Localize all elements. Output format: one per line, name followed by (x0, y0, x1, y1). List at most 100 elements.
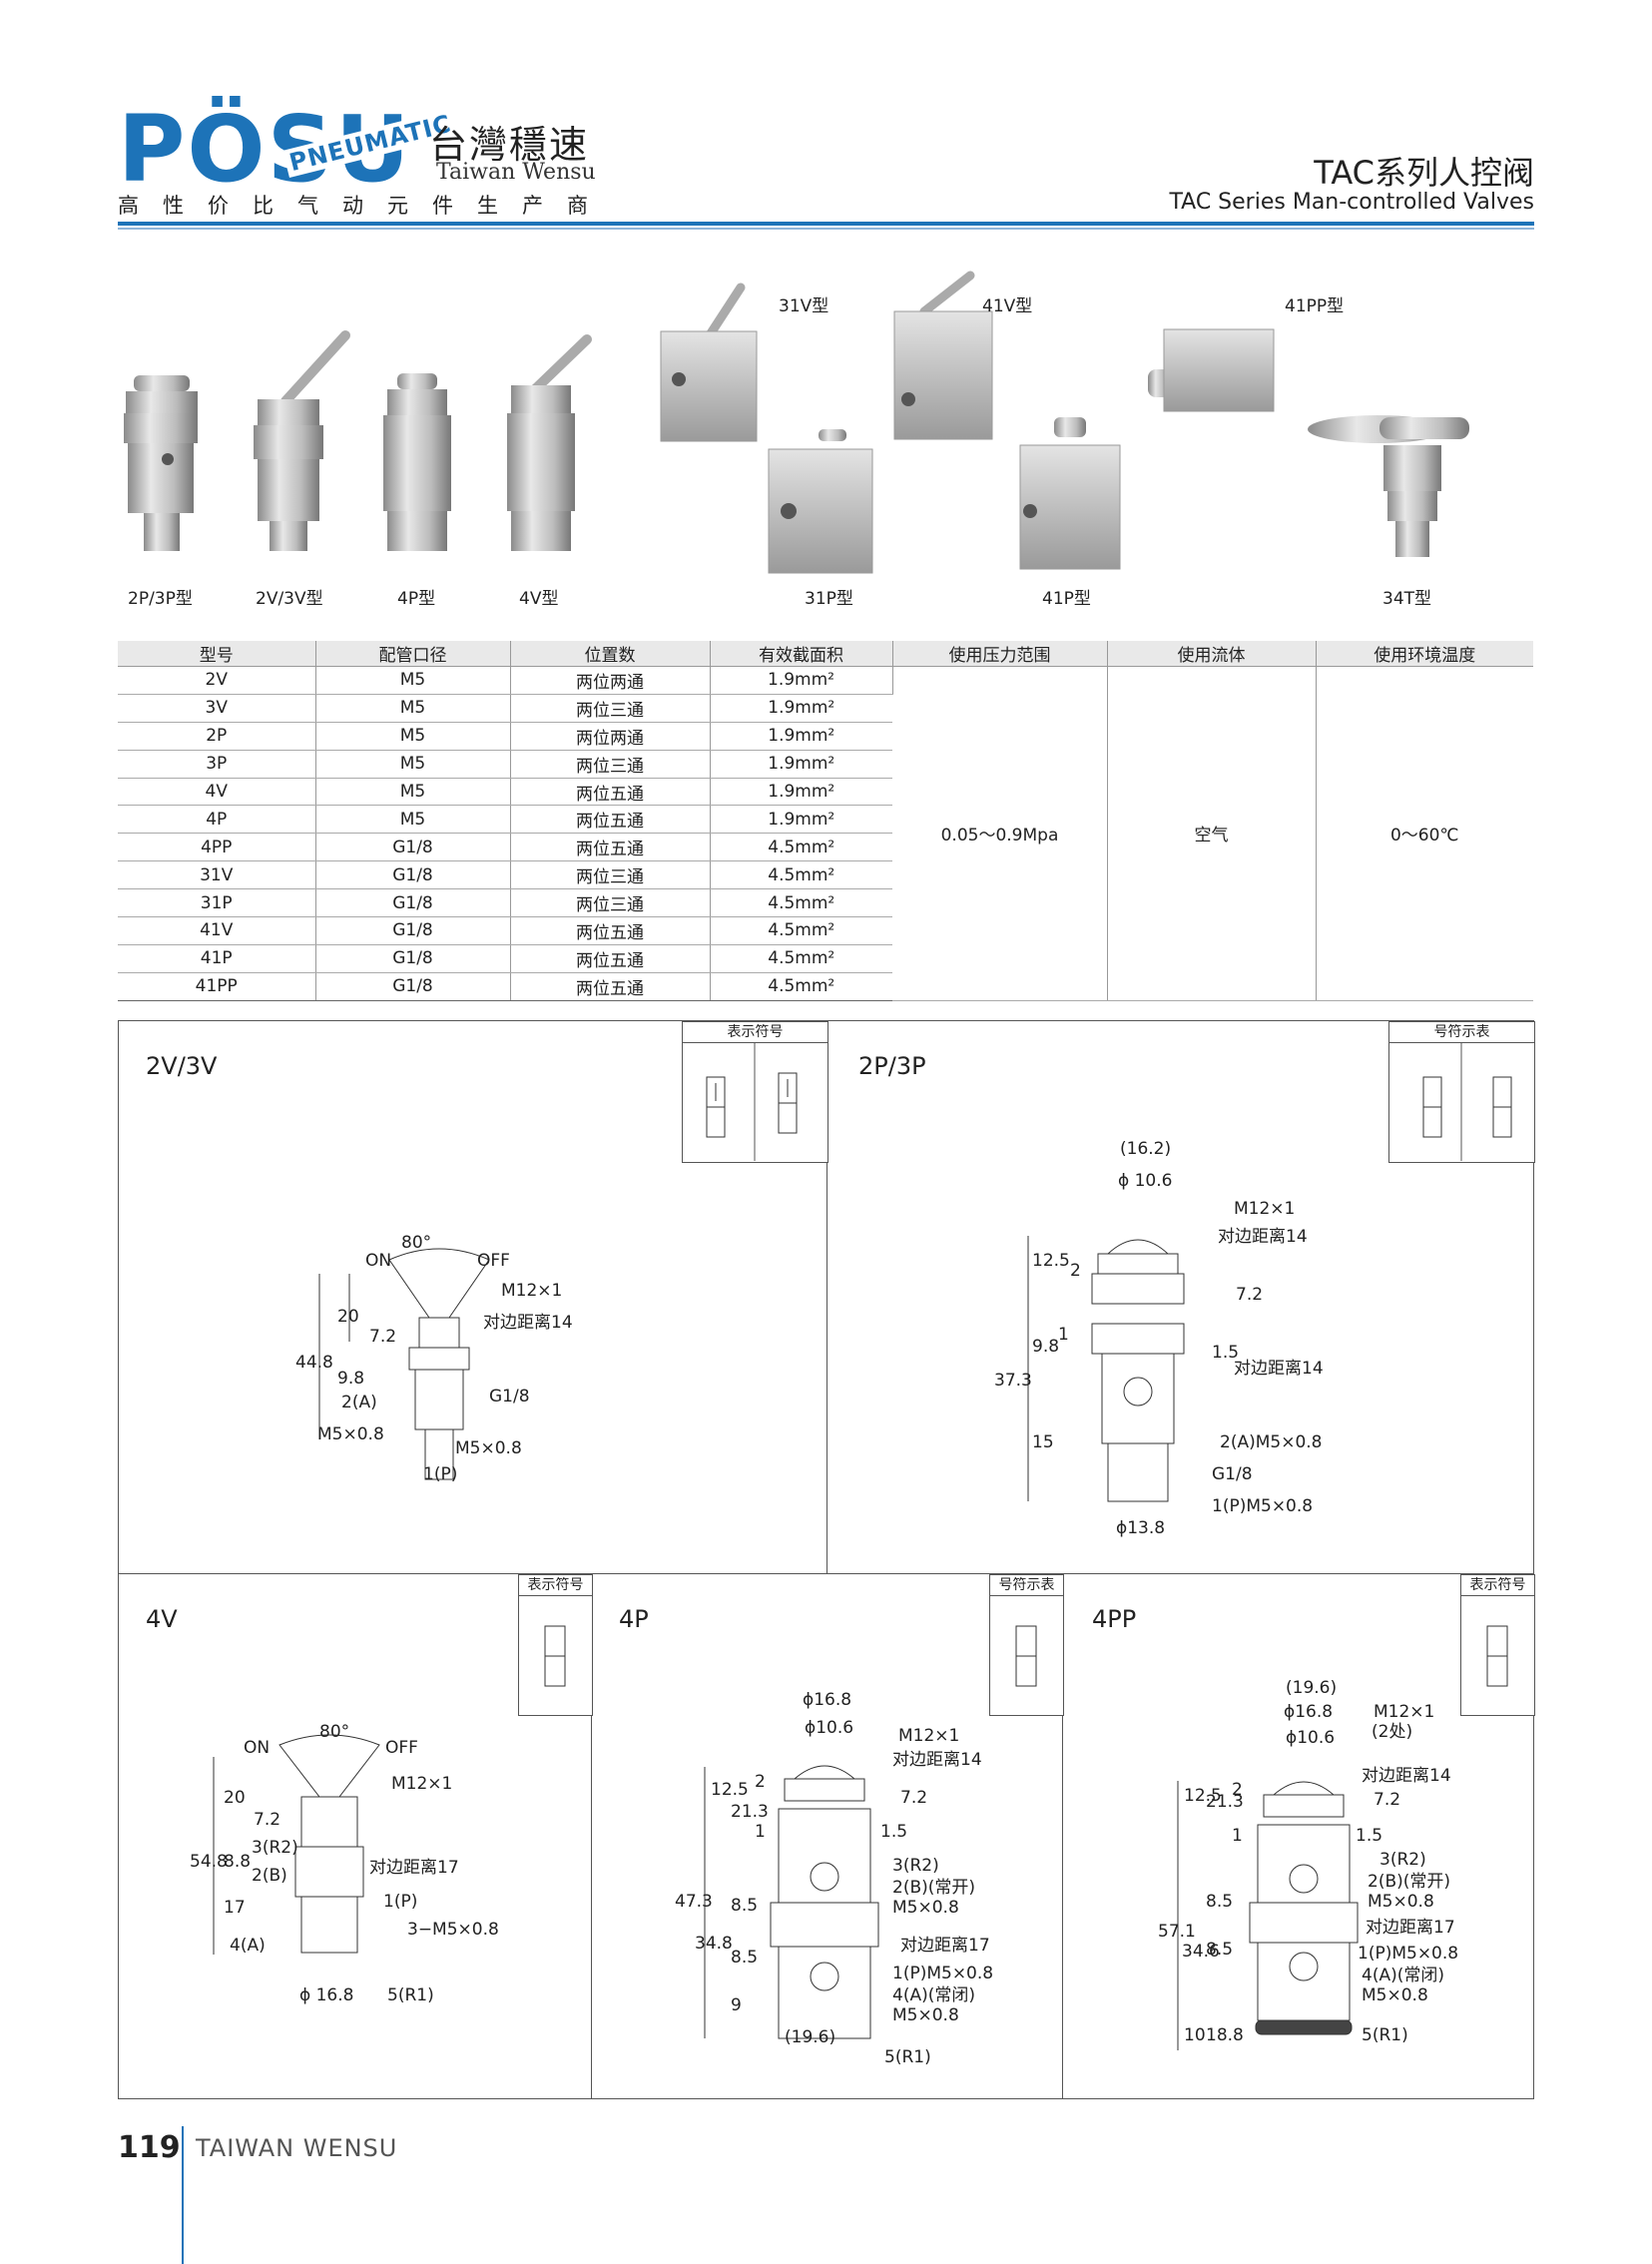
dim-label: G1/8 (489, 1387, 530, 1407)
dim-label: ϕ13.8 (1116, 1518, 1165, 1538)
product-label-41pp: 41PP型 (1285, 296, 1345, 316)
dim-label: 9.8 (337, 1369, 364, 1389)
header-positions: 位置数 (510, 641, 711, 667)
dim-label: 对边距离14 (1218, 1227, 1308, 1247)
cell-pressure: 0.05～0.9Mpa (892, 666, 1108, 1001)
product-31p-photo (768, 429, 873, 574)
product-41pp-photo (1148, 328, 1275, 412)
dim-label: ϕ10.6 (805, 1718, 853, 1738)
dim-label: 12.5 (711, 1780, 749, 1800)
symbol-box-title: 表示符号 (1461, 1575, 1534, 1596)
cell-area: 1.9mm² (710, 778, 892, 807)
brand-name-en: Taiwan Wensu (436, 160, 596, 185)
dim-label: 10 (1184, 2025, 1206, 2045)
dim-label: 20 (337, 1307, 359, 1327)
product-label-34t: 34T型 (1382, 589, 1432, 609)
dim-label: 1.5 (1356, 1826, 1382, 1846)
cell-model: 31P (118, 888, 316, 918)
cell-port: G1/8 (315, 916, 511, 945)
dim-label: 7.2 (254, 1810, 280, 1830)
dim-label: 2 (1070, 1261, 1081, 1281)
cell-area: 4.5mm² (710, 860, 892, 890)
cell-port: M5 (315, 694, 511, 723)
symbol-box-2p3p: 号符示表 (1388, 1021, 1535, 1163)
series-title-cn: TAC系列人控阀 (1314, 154, 1534, 192)
drawing-2v3v: 80° ON OFF M12×1 对边距离14 20 7.2 44.8 9.8 … (295, 1233, 573, 1484)
cell-area: 4.5mm² (710, 916, 892, 945)
header-area: 有效截面积 (710, 641, 893, 667)
cell-model: 3P (118, 750, 316, 779)
product-label-31p: 31P型 (805, 589, 853, 609)
symbol-box-4pp: 表示符号 (1460, 1574, 1535, 1716)
cell-temperature: 0～60℃ (1316, 666, 1533, 1001)
dim-label: M5×0.8 (892, 2005, 959, 2025)
header-model: 型号 (118, 641, 316, 667)
dim-label: 8.5 (731, 1948, 758, 1968)
dim-label: M5×0.8 (317, 1424, 384, 1444)
dim-label: 80° (401, 1233, 431, 1253)
header-temperature: 使用环境温度 (1316, 641, 1533, 667)
product-2p3p-photo (124, 375, 198, 551)
dim-label: 对边距离14 (483, 1313, 573, 1333)
cell-model: 4V (118, 778, 316, 807)
symbol-box-4v: 表示符号 (518, 1574, 593, 1716)
cell-model: 2P (118, 722, 316, 751)
header-rule-thin (118, 228, 1534, 230)
dim-label: 54.8 (190, 1852, 228, 1872)
dim-label: 1 (1058, 1325, 1069, 1345)
panel-title-4p: 4P (619, 1605, 649, 1633)
page-number: 119 (118, 2130, 181, 2165)
dim-label: M12×1 (1374, 1702, 1434, 1722)
header-rule (118, 222, 1534, 226)
dim-label: 4(A) (230, 1936, 266, 1956)
cell-positions: 两位五通 (510, 916, 711, 945)
cell-positions: 两位五通 (510, 778, 711, 807)
dim-label: 2 (1232, 1780, 1243, 1800)
dim-label: 1.5 (880, 1822, 907, 1842)
cell-port: M5 (315, 666, 511, 695)
cell-area: 4.5mm² (710, 944, 892, 973)
symbol-box-title: 号符示表 (990, 1575, 1063, 1596)
cell-port: M5 (315, 805, 511, 835)
table-header-row: 型号 配管口径 位置数 有效截面积 使用压力范围 使用流体 使用环境温度 (118, 641, 1533, 667)
dim-label: 4(A)(常闭) (1362, 1966, 1444, 1985)
dim-label: 2(B) (252, 1866, 287, 1886)
dim-label: 5(R1) (1362, 2025, 1408, 2045)
cell-model: 41PP (118, 972, 316, 1001)
cell-positions: 两位五通 (510, 944, 711, 973)
dim-label: 1 (755, 1822, 766, 1842)
dim-label: 3−M5×0.8 (407, 1920, 499, 1940)
cell-area: 1.9mm² (710, 750, 892, 779)
dim-label: 47.3 (675, 1892, 713, 1912)
dim-label: 3(R2) (1379, 1850, 1426, 1870)
header-fluid: 使用流体 (1107, 641, 1317, 667)
footer-company: TAIWAN WENSU (196, 2134, 398, 2162)
cell-model: 41V (118, 916, 316, 945)
dim-label: 7.2 (1236, 1285, 1263, 1305)
dim-label: 5(R1) (387, 1985, 434, 2005)
dim-label: M12×1 (501, 1281, 562, 1301)
cell-positions: 两位三通 (510, 860, 711, 890)
panel-title-4pp: 4PP (1092, 1605, 1137, 1633)
cell-area: 1.9mm² (710, 722, 892, 751)
dim-label: 2(B)(常开) (892, 1878, 975, 1898)
dim-label: 1.5 (1212, 1343, 1239, 1363)
valve-symbol-icon (1486, 1625, 1508, 1687)
drawing-2p3p: (16.2) ϕ 10.6 M12×1 对边距离14 12.5 2 7.2 37… (994, 1139, 1324, 1538)
product-label-41p: 41P型 (1042, 589, 1091, 609)
valve-symbol-icon (1015, 1625, 1037, 1687)
dim-label: 44.8 (295, 1353, 333, 1373)
cell-port: G1/8 (315, 944, 511, 973)
series-title-en: TAC Series Man-controlled Valves (1169, 190, 1534, 215)
dim-label: 对边距离14 (1234, 1359, 1324, 1379)
cell-positions: 两位两通 (510, 722, 711, 751)
dim-label: ϕ16.8 (803, 1690, 851, 1710)
dim-label: 1(P)M5×0.8 (1212, 1496, 1313, 1516)
dim-label: 2(A) (341, 1393, 377, 1413)
cell-area: 1.9mm² (710, 694, 892, 723)
cell-port: M5 (315, 778, 511, 807)
product-34t-photo (1308, 415, 1469, 557)
